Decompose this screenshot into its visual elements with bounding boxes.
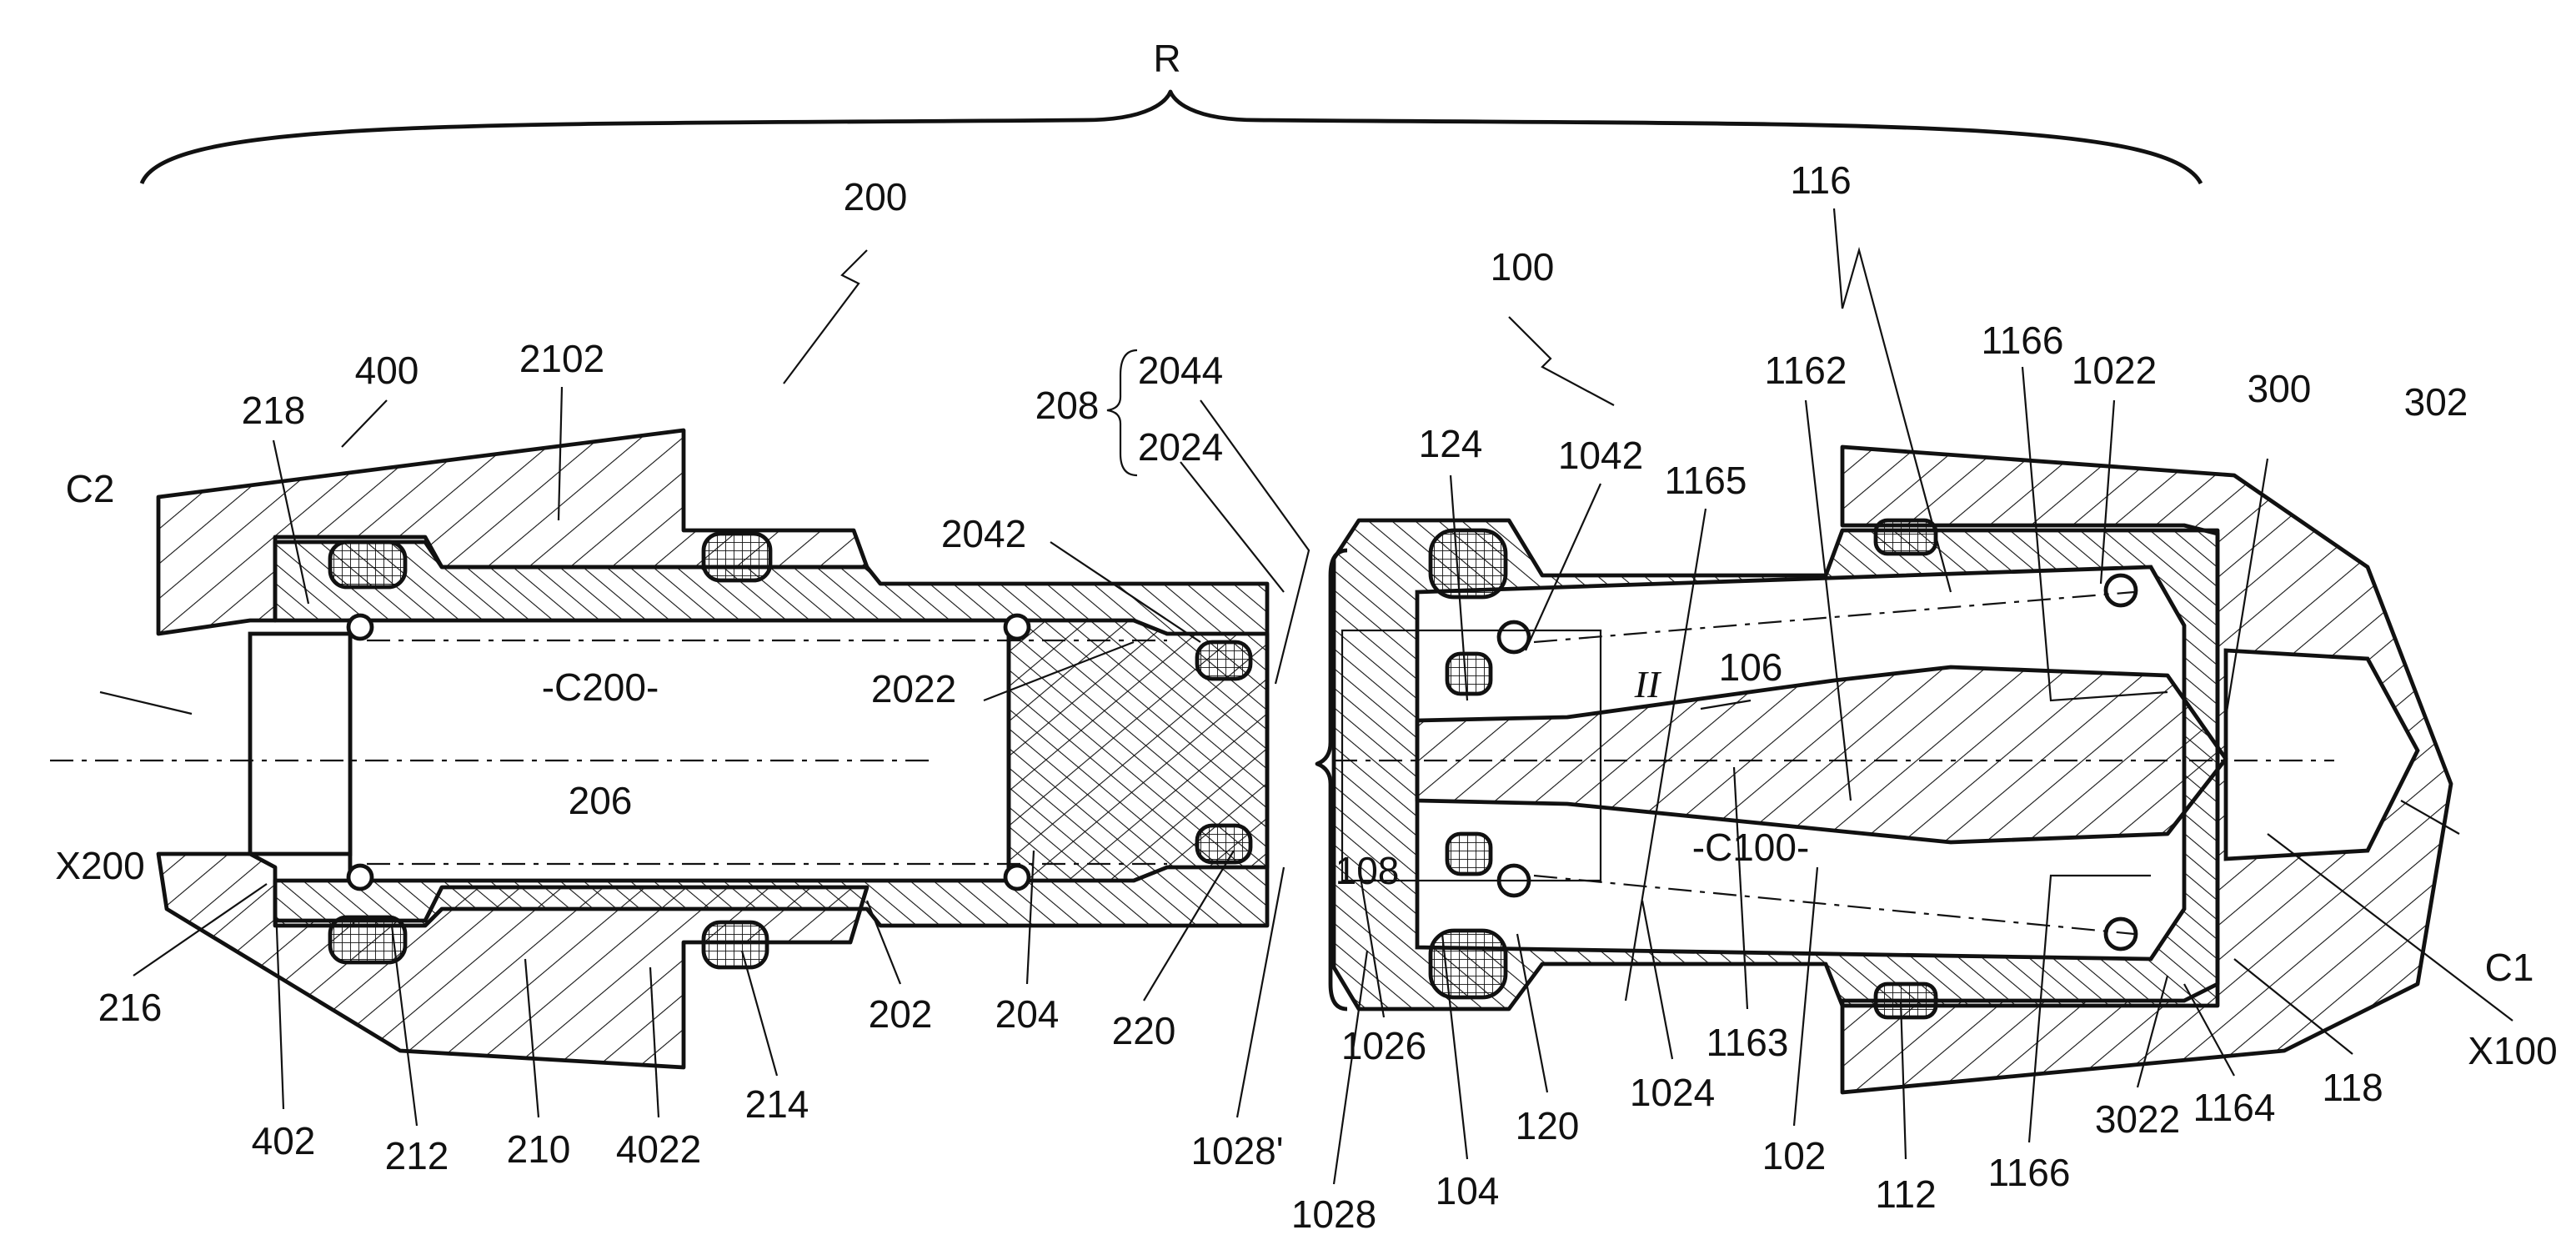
label-104: 104: [1436, 1169, 1500, 1212]
label-1024: 1024: [1630, 1071, 1715, 1114]
label-216: 216: [98, 986, 163, 1029]
label-X100: X100: [2468, 1029, 2557, 1072]
label-X200: X200: [55, 844, 144, 887]
label-218: 218: [242, 389, 306, 432]
label-204: 204: [995, 992, 1060, 1036]
label-124: 124: [1419, 422, 1483, 465]
label-C1: C1: [2485, 946, 2534, 989]
label-1042: 1042: [1558, 434, 1643, 477]
ball: [1499, 622, 1529, 652]
label-400: 400: [355, 349, 419, 392]
label-116: 116: [1790, 158, 1851, 202]
seal-2042: [1197, 642, 1250, 679]
label-2024: 2024: [1138, 425, 1223, 469]
seal-124: [1431, 530, 1506, 597]
label-102: 102: [1762, 1134, 1827, 1177]
label-106: 106: [1719, 645, 1783, 689]
label-302: 302: [2404, 380, 2468, 424]
label-202: 202: [869, 992, 933, 1036]
label-112: 112: [1875, 1172, 1936, 1216]
label-120: 120: [1516, 1104, 1580, 1147]
coupling-200: [50, 430, 1267, 1067]
label-1028-prime: 1028': [1190, 1129, 1283, 1172]
label-108: 108: [1336, 849, 1400, 892]
label-R: R: [1153, 37, 1180, 80]
label-1162: 1162: [1765, 349, 1847, 392]
seal-112-upper: [1876, 520, 1936, 554]
label-1028: 1028: [1291, 1192, 1376, 1236]
seal-112: [1876, 984, 1936, 1017]
ball: [1005, 615, 1029, 639]
label-4022: 4022: [616, 1127, 701, 1171]
label-210: 210: [507, 1127, 571, 1171]
label-402: 402: [252, 1119, 316, 1162]
label-300: 300: [2248, 367, 2312, 410]
label-208: 208: [1035, 384, 1100, 427]
label-1166-top: 1166: [1982, 319, 2064, 362]
label-2102: 2102: [519, 337, 604, 380]
seal-upper: [704, 534, 770, 580]
seal-104: [1431, 931, 1506, 997]
label-1166-bottom: 1166: [1988, 1151, 2071, 1194]
label-214: 214: [745, 1082, 809, 1126]
ball: [348, 866, 372, 889]
label-2042: 2042: [941, 512, 1026, 555]
label-C200: -C200-: [542, 665, 659, 709]
label-3022: 3022: [2095, 1097, 2180, 1141]
label-1165: 1165: [1665, 459, 1747, 502]
label-118: 118: [2322, 1066, 2383, 1109]
label-2022: 2022: [871, 667, 956, 710]
label-212: 212: [385, 1134, 449, 1177]
label-1164: 1164: [2193, 1086, 2276, 1129]
seal-inner: [1447, 834, 1491, 874]
label-220: 220: [1112, 1009, 1176, 1052]
label-1163: 1163: [1706, 1021, 1789, 1064]
port-C2: [250, 634, 350, 854]
label-1022: 1022: [2072, 349, 2157, 392]
range-brace: [142, 92, 2201, 183]
label-206: 206: [569, 779, 633, 822]
ball: [2106, 575, 2136, 605]
label-2044: 2044: [1138, 349, 1223, 392]
seal-214: [704, 922, 767, 967]
seal-inner: [1447, 654, 1491, 694]
label-1026: 1026: [1341, 1024, 1426, 1067]
seal-220: [1197, 826, 1250, 862]
label-100: 100: [1491, 245, 1555, 289]
brace-208: [1107, 350, 1137, 475]
bore-C200: [350, 620, 1009, 881]
seal-212-upper: [330, 542, 405, 587]
ball: [348, 615, 372, 639]
label-II: II: [1634, 663, 1662, 705]
label-200: 200: [844, 175, 908, 218]
ball: [1005, 866, 1029, 889]
label-C2: C2: [66, 467, 115, 510]
label-C100: -C100-: [1692, 826, 1810, 869]
